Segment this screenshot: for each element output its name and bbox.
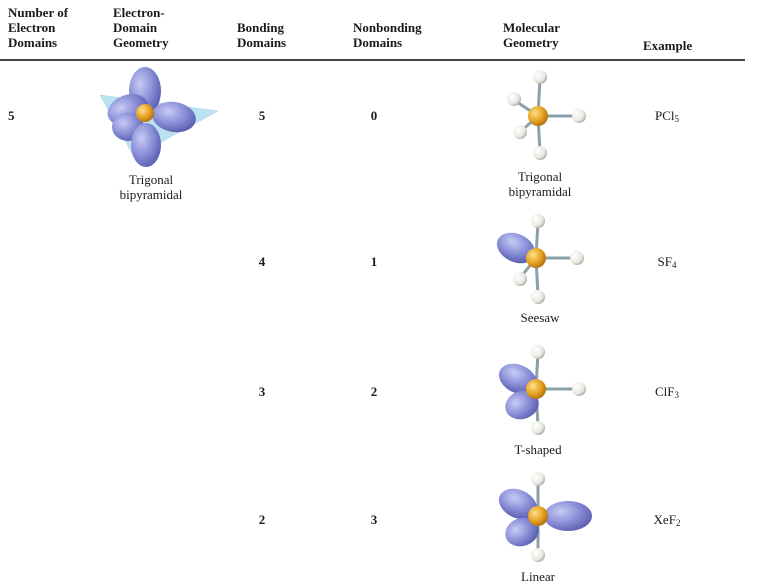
electron-domain-geometry-model [99,67,219,167]
header-line: Geometry [113,35,169,50]
row1-example-formula: PCl5 [627,108,707,124]
row2-bonding-count: 4 [258,254,266,269]
row3-bonding-count: 3 [258,384,266,399]
ligand-atom [513,125,527,139]
row4-bonding-count: 2 [258,512,266,527]
ligand-atom [533,70,547,84]
header-nonbonding-domains: Nonbonding Domains [353,20,422,50]
label-line: Trigonal [128,172,174,187]
central-atom [528,106,548,126]
row1-molecule-model [507,70,586,160]
row3-molecule-model [498,345,586,435]
equatorial-lobe-right [152,101,196,133]
ligand-atom [531,472,545,486]
ligand-atom [507,92,521,106]
row4-example-formula: XeF2 [627,512,707,528]
label-line: T-shaped [514,442,562,457]
header-line: Nonbonding [353,20,422,35]
axial-lobe-bottom [131,123,161,167]
central-atom [528,506,548,526]
header-line: Electron- [113,5,165,20]
header-line: Domains [8,35,58,50]
formula-subscript: 5 [674,114,680,124]
formula-subscript: 2 [675,518,681,528]
row2-molecular-geometry-label: Seesaw [475,310,605,325]
label-line: Linear [521,569,555,584]
ligand-atom [531,548,545,562]
label-line: Trigonal [517,169,563,184]
lone-pair-lobe [498,488,538,520]
header-line: Molecular [503,20,561,35]
formula-text: XeF [653,512,676,527]
formula-text: SF [657,254,672,269]
ligand-atom [572,109,586,123]
row4-molecular-geometry-label: Linear [473,569,603,584]
row1-nonbonding-count: 0 [370,108,378,123]
ligand-atom [513,272,527,286]
lone-pair-lobe [496,232,536,264]
row3-molecular-geometry-label: T-shaped [473,442,603,457]
header-line: Bonding [237,20,284,35]
header-bonding-domains: Bonding Domains [237,20,286,50]
formula-text: PCl [654,108,675,123]
central-atom [136,104,154,122]
row4-molecule-model [498,472,592,562]
ligand-atom [531,290,545,304]
header-line: Domains [353,35,403,50]
ligand-atom [570,251,584,265]
label-line: bipyramidal [119,187,183,202]
electron-domain-count: 5 [8,108,15,123]
header-molecular-geometry: Molecular Geometry [503,20,560,50]
header-electron-domains: Number of Electron Domains [8,5,68,50]
row3-nonbonding-count: 2 [370,384,378,399]
row2-nonbonding-count: 1 [370,254,378,269]
header-line: Domain [113,20,158,35]
central-atom [526,248,546,268]
header-line: Geometry [503,35,559,50]
lone-pair-lobe [505,517,539,547]
formula-subscript: 3 [674,390,680,400]
row1-bonding-count: 5 [258,108,266,123]
ligand-atom [531,345,545,359]
header-line: Number of [8,5,69,20]
lone-pair-lobe [544,501,592,531]
row1-molecular-geometry-label: Trigonal bipyramidal [475,169,605,199]
row2-molecule-model [496,214,584,304]
row4-nonbonding-count: 3 [370,512,378,527]
header-example: Example [643,38,692,53]
formula-subscript: 4 [671,260,677,270]
ligand-atom [572,382,586,396]
central-atom [526,379,546,399]
ligand-atom [531,421,545,435]
header-line: Example [643,38,693,53]
header-line: Electron [8,20,56,35]
header-rule [0,59,745,61]
header-line: Domains [237,35,287,50]
ligand-atom [531,214,545,228]
row3-example-formula: ClF3 [627,384,707,400]
ligand-atom [533,146,547,160]
label-line: Seesaw [520,310,560,325]
formula-text: ClF [654,384,675,399]
row2-example-formula: SF4 [627,254,707,270]
lone-pair-lobe [505,390,539,420]
electron-domain-geometry-label: Trigonal bipyramidal [86,172,216,202]
label-line: bipyramidal [508,184,572,199]
header-electron-domain-geometry: Electron- Domain Geometry [113,5,169,50]
